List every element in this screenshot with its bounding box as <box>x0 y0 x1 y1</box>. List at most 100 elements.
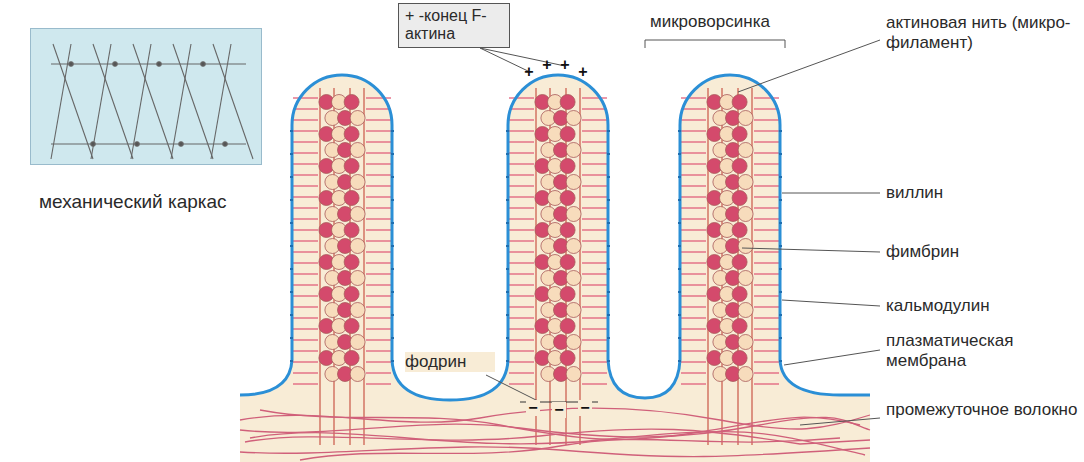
villin-bead <box>344 319 359 334</box>
calmodulin <box>607 360 610 362</box>
cross-link <box>366 240 391 241</box>
cross-link <box>582 383 607 384</box>
cross-link <box>582 229 607 230</box>
cross-link <box>681 97 706 98</box>
cross-link <box>681 218 706 219</box>
cross-link <box>509 383 534 384</box>
calmodulin <box>607 337 610 339</box>
cross-link <box>509 273 534 274</box>
calmodulin <box>290 314 293 316</box>
cross-link <box>582 306 607 307</box>
framework-inset: механический каркас <box>30 28 262 165</box>
actin-filament <box>580 88 581 445</box>
cross-link <box>509 196 534 197</box>
cross-link <box>681 284 706 285</box>
cross-link <box>582 372 607 373</box>
cross-link <box>293 251 318 252</box>
cross-link <box>366 130 391 131</box>
actin-filament <box>752 88 753 445</box>
cross-link <box>293 141 318 142</box>
calmodulin <box>506 130 509 132</box>
cross-link <box>366 196 391 197</box>
cross-link <box>293 350 318 351</box>
cross-link <box>754 306 779 307</box>
cross-link <box>366 295 391 296</box>
cross-link <box>681 196 706 197</box>
calmodulin <box>290 360 293 362</box>
cross-link <box>582 328 607 329</box>
cross-link <box>509 361 534 362</box>
cross-link <box>754 108 779 109</box>
fimbrin-bead <box>738 175 753 190</box>
calmodulin <box>779 153 782 155</box>
cross-link <box>509 229 534 230</box>
cross-link <box>509 350 534 351</box>
villin-bead <box>732 223 747 238</box>
part-label: актиновая нить (микро- филамент) <box>886 13 1076 54</box>
calmodulin <box>506 314 509 316</box>
cross-link <box>366 350 391 351</box>
calmodulin <box>391 245 394 247</box>
calmodulin <box>506 176 509 178</box>
cross-link <box>293 273 318 274</box>
calmodulin <box>290 268 293 270</box>
cross-link <box>293 97 318 98</box>
fimbrin-bead <box>738 335 753 350</box>
cross-link <box>293 229 318 230</box>
cross-link <box>582 361 607 362</box>
cross-link <box>293 240 318 241</box>
cross-link <box>582 163 607 164</box>
cross-link <box>754 383 779 384</box>
cross-link <box>681 229 706 230</box>
calmodulin <box>506 337 509 339</box>
calmodulin <box>290 291 293 293</box>
cross-link <box>681 141 706 142</box>
minus-sign: − <box>552 402 566 418</box>
cross-link <box>509 108 534 109</box>
fimbrin-bead <box>350 143 365 158</box>
calmodulin <box>290 337 293 339</box>
cross-link <box>366 372 391 373</box>
calmodulin <box>506 291 509 293</box>
cross-link <box>509 163 534 164</box>
cross-link <box>754 262 779 263</box>
actin-filament <box>364 88 365 445</box>
calmodulin <box>779 245 782 247</box>
cross-link <box>366 218 391 219</box>
cross-link <box>754 372 779 373</box>
calmodulin <box>506 245 509 247</box>
cross-link <box>681 317 706 318</box>
villin-bead <box>560 159 575 174</box>
cross-link <box>754 130 779 131</box>
villin-bead <box>560 191 575 206</box>
cross-link <box>582 317 607 318</box>
cross-link <box>754 284 779 285</box>
cross-link <box>366 273 391 274</box>
cross-link <box>509 339 534 340</box>
fimbrin-bead <box>350 111 365 126</box>
cross-link <box>754 163 779 164</box>
cross-link <box>509 240 534 241</box>
villin-bead <box>732 159 747 174</box>
cross-link <box>754 251 779 252</box>
cross-link <box>509 174 534 175</box>
fimbrin-bead <box>350 239 365 254</box>
cross-link <box>754 207 779 208</box>
cross-link <box>366 328 391 329</box>
fimbrin-bead <box>350 367 365 382</box>
cross-link <box>681 273 706 274</box>
cross-link <box>293 152 318 153</box>
cross-link <box>681 240 706 241</box>
cross-link <box>293 295 318 296</box>
cross-link <box>293 306 318 307</box>
cross-link <box>293 130 318 131</box>
cross-link <box>366 229 391 230</box>
cross-link <box>681 306 706 307</box>
fimbrin-bead <box>566 111 581 126</box>
villin-bead <box>732 191 747 206</box>
cross-link <box>582 174 607 175</box>
plus-sign: + <box>540 57 554 73</box>
calmodulin <box>290 222 293 224</box>
cross-link <box>582 240 607 241</box>
actin-cores <box>293 88 779 445</box>
